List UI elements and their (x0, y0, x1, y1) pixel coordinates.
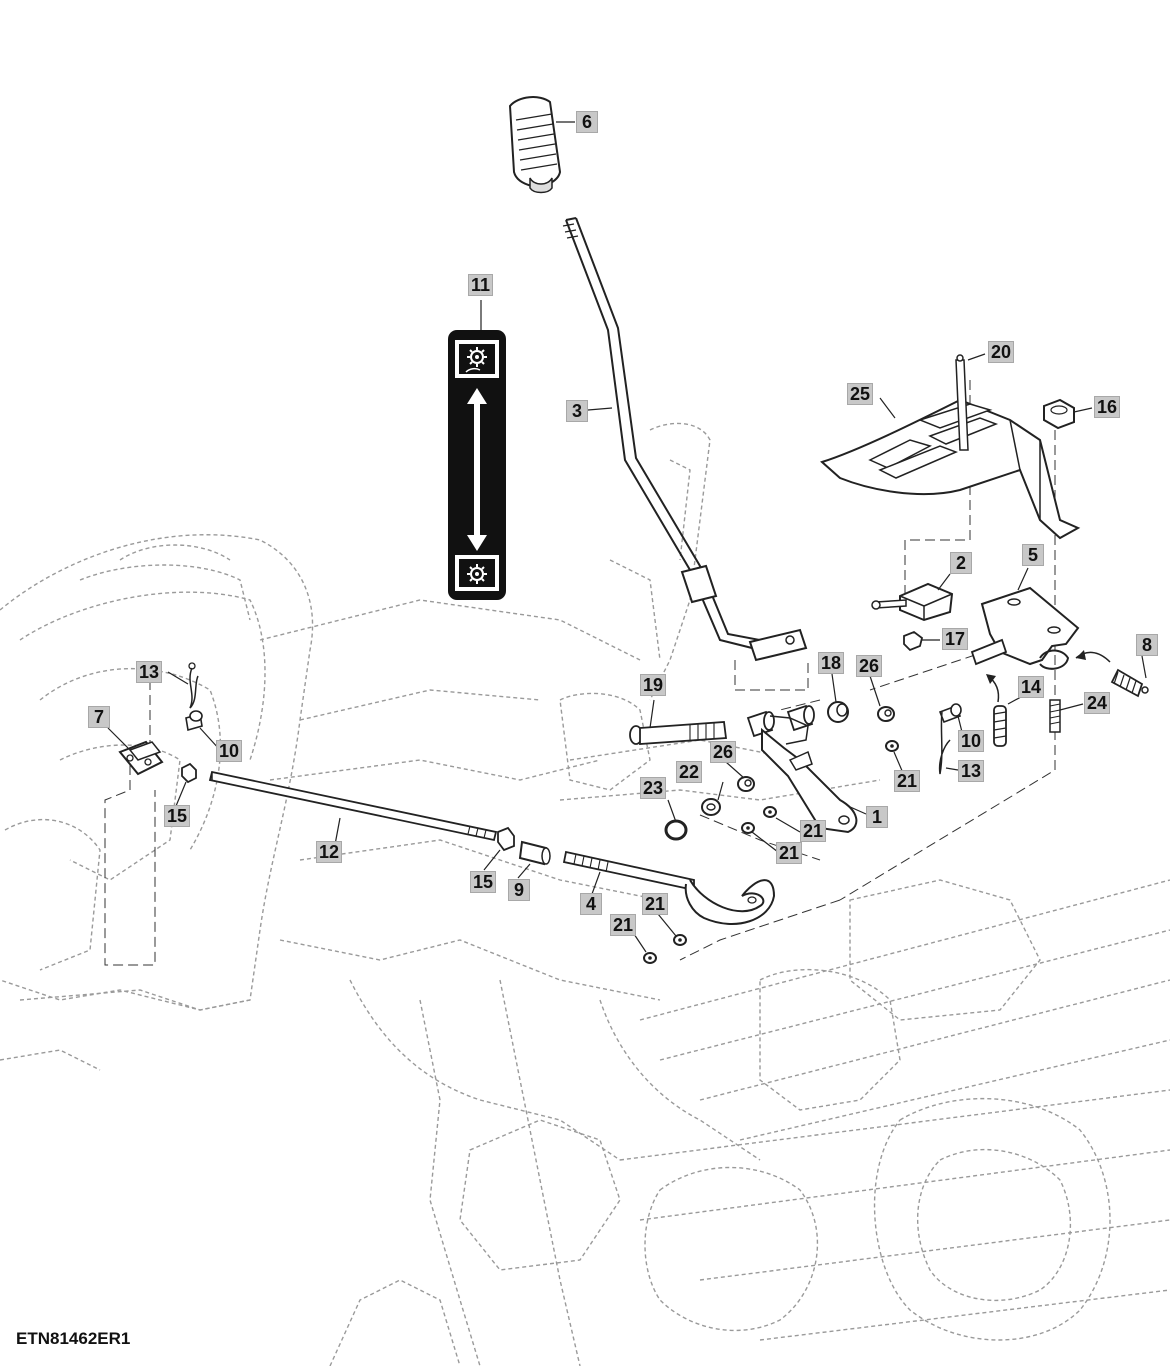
callout-3: 3 (566, 400, 588, 422)
callout-22: 22 (676, 761, 703, 783)
shift-pattern-decal (448, 330, 506, 600)
callout-8: 8 (1136, 634, 1158, 656)
washer-21-b (763, 806, 777, 818)
washer-26-lower (737, 776, 755, 792)
jam-nut-left (181, 762, 197, 784)
bushing-cap (827, 701, 849, 723)
threaded-stud (1049, 699, 1061, 733)
double-arrow-icon (467, 388, 487, 551)
callout-leaders (107, 121, 1147, 953)
spring-clip-left (188, 662, 199, 709)
callout-17: 17 (942, 628, 969, 650)
callout-19: 19 (640, 674, 667, 696)
pivot-bushing-right (786, 704, 815, 732)
callout-26-lower: 26 (710, 741, 737, 763)
shift-link (562, 850, 776, 925)
callout-6: 6 (576, 111, 598, 133)
callout-7: 7 (88, 706, 110, 728)
small-nut (903, 630, 924, 652)
washer-21-d (673, 934, 687, 946)
shift-rod (208, 770, 498, 842)
washer-21-c (741, 822, 755, 834)
callout-23: 23 (640, 777, 667, 799)
callout-16: 16 (1094, 396, 1121, 418)
callout-1: 1 (866, 806, 888, 828)
callout-10-right: 10 (958, 730, 985, 752)
spring-clip-right (938, 711, 951, 775)
hex-nut (1043, 398, 1075, 430)
callout-15-left: 15 (164, 805, 191, 827)
pivot-bolt (629, 721, 728, 745)
washer-21-a (885, 740, 899, 752)
guide-plate-cover (820, 398, 1081, 540)
callout-4: 4 (580, 893, 602, 915)
rod-clevis (118, 740, 164, 776)
callout-5: 5 (1022, 544, 1044, 566)
washer-26-upper (877, 706, 895, 722)
callout-13-right: 13 (958, 760, 985, 782)
callout-21-e: 21 (610, 914, 637, 936)
transmission-ghost-outline (0, 422, 1170, 1366)
washer-23 (664, 819, 688, 841)
lever-bracket (970, 586, 1080, 670)
washer-21-e (643, 952, 657, 964)
return-spring-large (1075, 650, 1149, 698)
callout-24: 24 (1084, 692, 1111, 714)
figure-id-label: ETN81462ER1 (16, 1329, 131, 1348)
callout-20: 20 (988, 341, 1015, 363)
callout-25: 25 (847, 383, 874, 405)
callout-21-a: 21 (894, 770, 921, 792)
washer-22 (701, 798, 721, 816)
shift-lever-rod (562, 217, 771, 651)
rod-coupler (518, 840, 551, 866)
callout-13-left: 13 (136, 661, 163, 683)
switch-block (871, 582, 954, 622)
callout-10-left: 10 (216, 740, 243, 762)
pin-left (185, 710, 203, 732)
callout-12: 12 (316, 841, 343, 863)
lever-sleeve (680, 564, 718, 604)
callout-9: 9 (508, 879, 530, 901)
callout-21-b: 21 (800, 820, 827, 842)
jam-nut-right (497, 826, 515, 852)
shift-arm (761, 715, 858, 834)
gear-icon (465, 347, 487, 373)
callout-21-c: 21 (776, 842, 803, 864)
callout-11: 11 (468, 274, 494, 296)
lever-clevis (748, 628, 808, 662)
pin-right (938, 703, 962, 724)
callout-15-right: 15 (470, 871, 497, 893)
long-bolt (955, 354, 969, 451)
callout-18: 18 (818, 652, 845, 674)
callout-21-d: 21 (642, 893, 669, 915)
lever-knob (508, 96, 562, 194)
callout-26-upper: 26 (856, 655, 883, 677)
callout-14: 14 (1018, 676, 1045, 698)
gear-icon (467, 564, 487, 584)
callout-2: 2 (950, 552, 972, 574)
return-spring-small (986, 674, 1007, 747)
